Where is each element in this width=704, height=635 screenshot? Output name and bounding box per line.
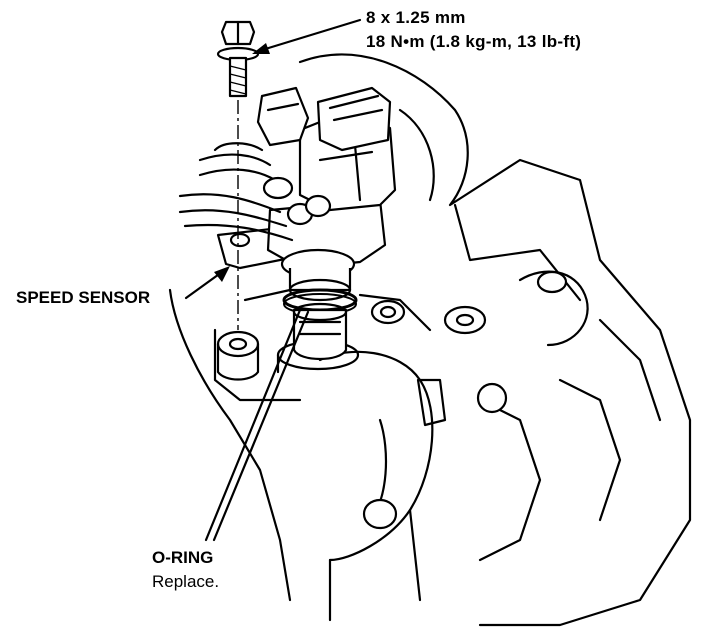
bolt [216,20,260,98]
connector [256,86,392,152]
bolt-size-label: 8 x 1.25 mm [366,8,466,27]
bolt-torque-label: 18 N•m (1.8 kg-m, 13 lb-ft) [366,32,582,51]
mounting-boss [216,270,568,530]
speed-sensor [216,108,397,360]
o-ring-leader [204,308,310,542]
o-ring-label: O-RING [152,548,214,567]
speed-sensor-label: SPEED SENSOR [16,288,151,307]
transmission-housing [168,53,692,627]
hose [178,142,332,242]
speed-sensor-leader [184,266,230,300]
o-ring-note: Replace. [152,572,220,591]
bolt-spec-leader [252,18,362,54]
